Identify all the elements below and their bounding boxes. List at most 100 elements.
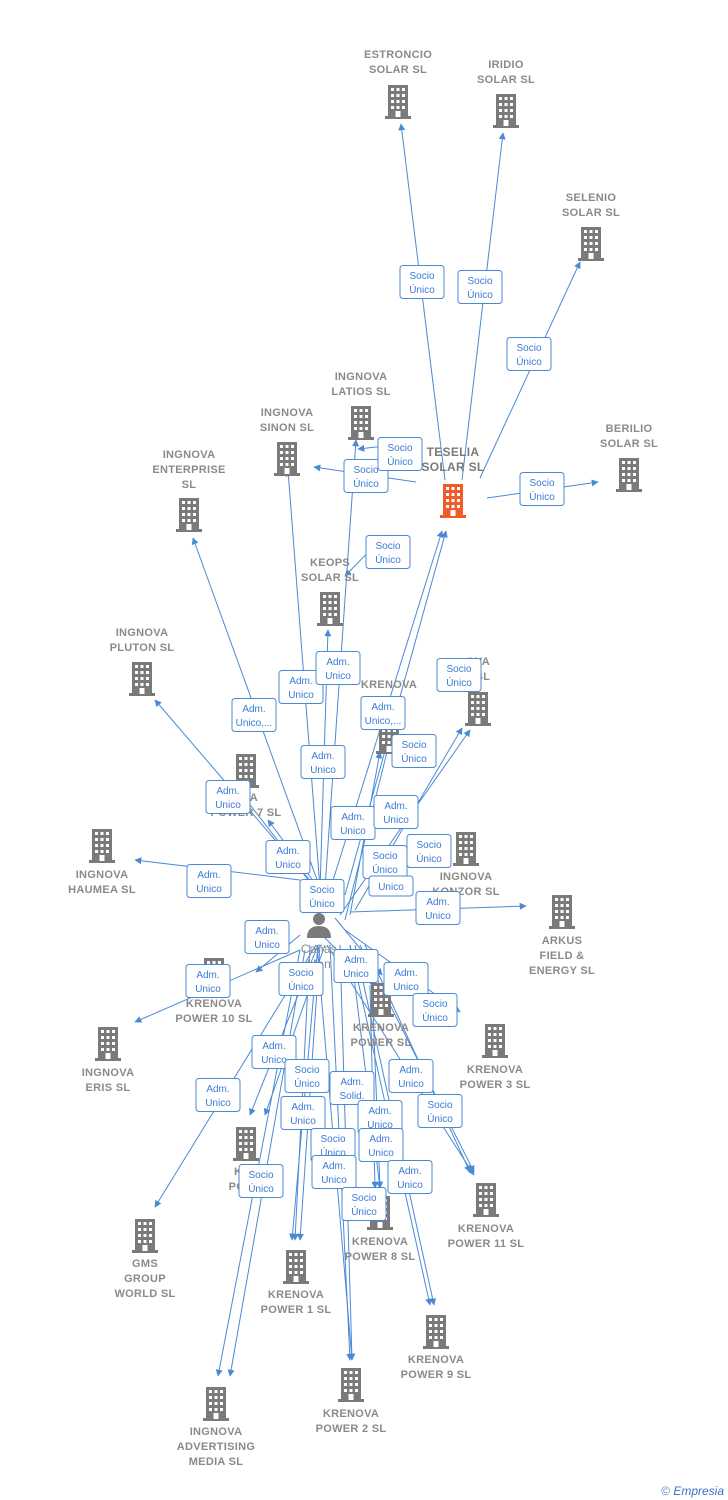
edge-label[interactable]: Adm.Unico (244, 920, 290, 954)
edge-label-text: Unico (310, 765, 336, 776)
edge-label[interactable]: Adm.Unico (251, 1035, 297, 1069)
edge-label[interactable]: Adm.Unico (280, 1096, 326, 1130)
edge-label[interactable]: Adm.Unico (186, 864, 232, 898)
edge-label[interactable]: Adm.Unico (265, 840, 311, 874)
edge-label-text: Adm. (369, 1134, 392, 1145)
edge-label-text: Unico (398, 1079, 424, 1090)
edge-label-text: Único (446, 676, 472, 689)
building-icon (578, 227, 604, 261)
relation-edge (461, 132, 506, 481)
edge-label-text: Adm. (311, 751, 334, 762)
edge-label[interactable]: Adm.Unico (415, 891, 461, 925)
edge-label-text: Socio (427, 1100, 452, 1111)
building-icon (95, 1027, 121, 1061)
edge-label-text: Único (467, 288, 493, 301)
edge-label-text: Único (375, 553, 401, 566)
edge-label[interactable]: Adm.Unico (195, 1078, 241, 1112)
edge-label[interactable]: Adm.Unico (185, 964, 231, 998)
edge-label[interactable]: Adm.Unico (333, 949, 379, 983)
edge-label[interactable]: Adm.Unico (330, 806, 376, 840)
building-icon (89, 829, 115, 863)
edge-label[interactable]: Adm.Unico (383, 962, 429, 996)
edge-label-text: Adm. (384, 801, 407, 812)
edge-label-text: Unico (275, 860, 301, 871)
edge-label-text: Socio (294, 1065, 319, 1076)
edge-label[interactable]: Adm. Unico (300, 745, 346, 779)
edge-label[interactable]: Adm.Unico,... (231, 698, 277, 732)
edge-label[interactable]: Adm.Solid. (329, 1071, 375, 1105)
node-label: INGNOVA (440, 871, 493, 883)
node-label: PLUTON SL (110, 642, 175, 654)
edge-label[interactable]: Adm.Unico (388, 1059, 434, 1093)
edge-label[interactable]: Adm.Unico (278, 670, 324, 704)
edge-label-text: Adm. (242, 704, 265, 715)
edge-label-text: Unico (340, 826, 366, 837)
building-icon (348, 406, 374, 440)
edge-label-text: Único (353, 477, 379, 490)
edge-label-text: Socio (375, 541, 400, 552)
brand-name[interactable]: Empresia (673, 1484, 724, 1498)
edge-label[interactable]: Adm.Unico,... (360, 696, 406, 730)
node-label: INGNOVA (261, 407, 314, 419)
building-icon (493, 94, 519, 128)
edge-label[interactable]: Adm.Unico (311, 1155, 357, 1189)
edge-label[interactable]: Adm.Unico (373, 795, 419, 829)
node-label: BERILIO (606, 423, 653, 435)
edge-label[interactable]: Unico (368, 875, 414, 897)
edge-label-text: Socio (387, 443, 412, 454)
edge-label-text: Socio (529, 478, 554, 489)
edge-label[interactable]: Adm.Unico (358, 1128, 404, 1162)
edge-label-text: Socio (446, 664, 471, 675)
node-label: POWER 8 SL (345, 1251, 416, 1263)
building-icon (274, 442, 300, 476)
edge-label[interactable]: Adm.Unico (205, 780, 251, 814)
edge-label-text: Adm. (322, 1161, 345, 1172)
edge-label[interactable]: Adm.Unico (387, 1160, 433, 1194)
node-label: ADVERTISING (177, 1441, 255, 1453)
edge-label[interactable]: Adm.Unico (315, 651, 361, 685)
node-label: KRENOVA (186, 998, 242, 1010)
relation-edge (227, 949, 306, 1377)
edge-label-text: Unico (393, 982, 419, 993)
node-label: SOLAR SL (301, 572, 359, 584)
